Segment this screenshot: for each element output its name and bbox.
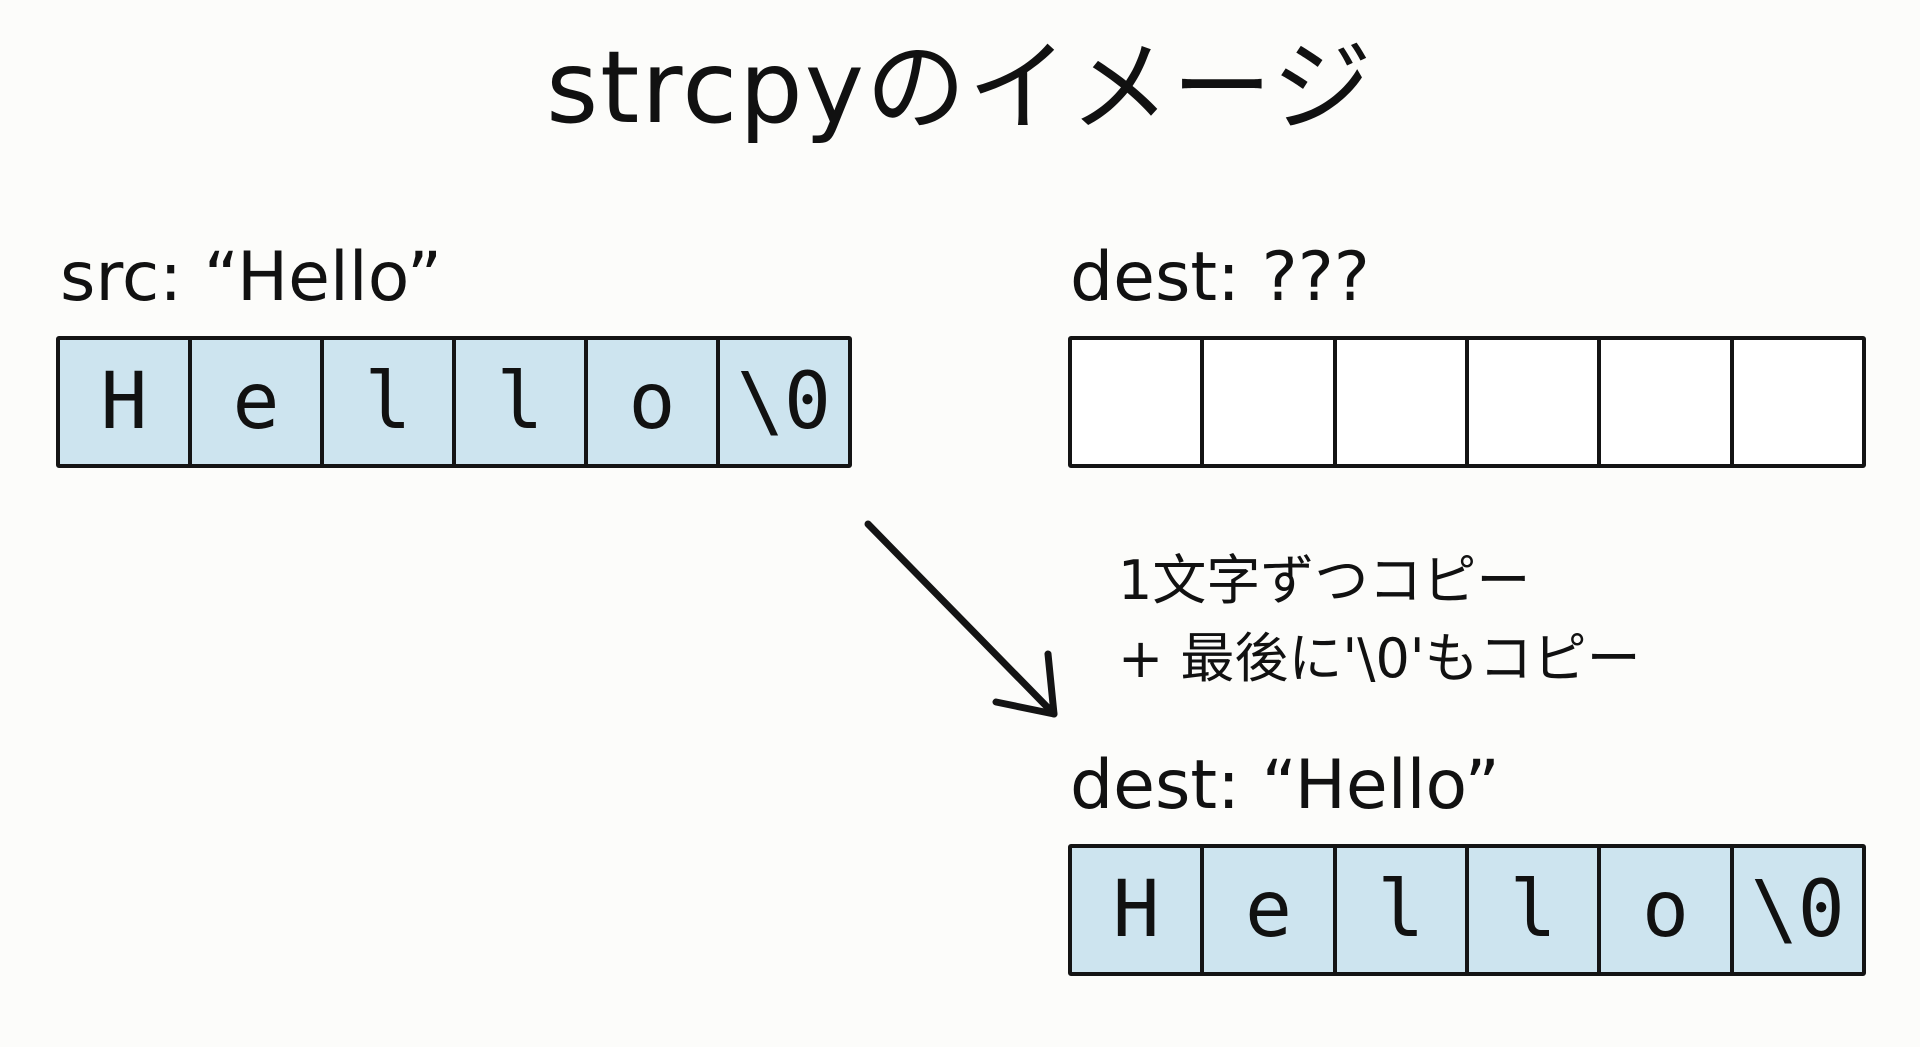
dest-before-cell-4 bbox=[1601, 340, 1734, 464]
dest-before-cell-2 bbox=[1336, 340, 1469, 464]
dest-after-cell-4: o bbox=[1601, 848, 1734, 972]
copy-note-line-2: + 最後に'\0'もコピー bbox=[1118, 627, 1641, 690]
dest-after-cell-5: \0 bbox=[1733, 848, 1862, 972]
src-cell-4: o bbox=[588, 340, 720, 464]
copy-note-line-1: 1文字ずつコピー bbox=[1118, 549, 1531, 612]
src-cell-3: l bbox=[456, 340, 588, 464]
dest-before-cell-1 bbox=[1204, 340, 1337, 464]
dest-after-cell-2: l bbox=[1336, 848, 1469, 972]
src-cell-0: H bbox=[60, 340, 192, 464]
dest-after-label: dest: “Hello” bbox=[1070, 746, 1500, 825]
dest-after-buffer: H e l l o \0 bbox=[1068, 844, 1866, 976]
src-label: src: “Hello” bbox=[60, 238, 443, 317]
src-cell-5: \0 bbox=[720, 340, 848, 464]
dest-after-cell-3: l bbox=[1468, 848, 1602, 972]
arrow-down-right-icon bbox=[864, 520, 1058, 718]
dest-before-cell-0 bbox=[1072, 340, 1205, 464]
src-cell-2: l bbox=[324, 340, 456, 464]
diagram-title: strcpyのイメージ bbox=[546, 29, 1374, 146]
dest-before-label: dest: ??? bbox=[1070, 238, 1370, 317]
dest-after-cell-1: e bbox=[1204, 848, 1337, 972]
src-buffer: H e l l o \0 bbox=[56, 336, 852, 468]
dest-before-cell-5 bbox=[1733, 340, 1862, 464]
dest-before-cell-3 bbox=[1468, 340, 1602, 464]
dest-before-buffer bbox=[1068, 336, 1866, 468]
src-cell-1: e bbox=[192, 340, 324, 464]
dest-after-cell-0: H bbox=[1072, 848, 1205, 972]
